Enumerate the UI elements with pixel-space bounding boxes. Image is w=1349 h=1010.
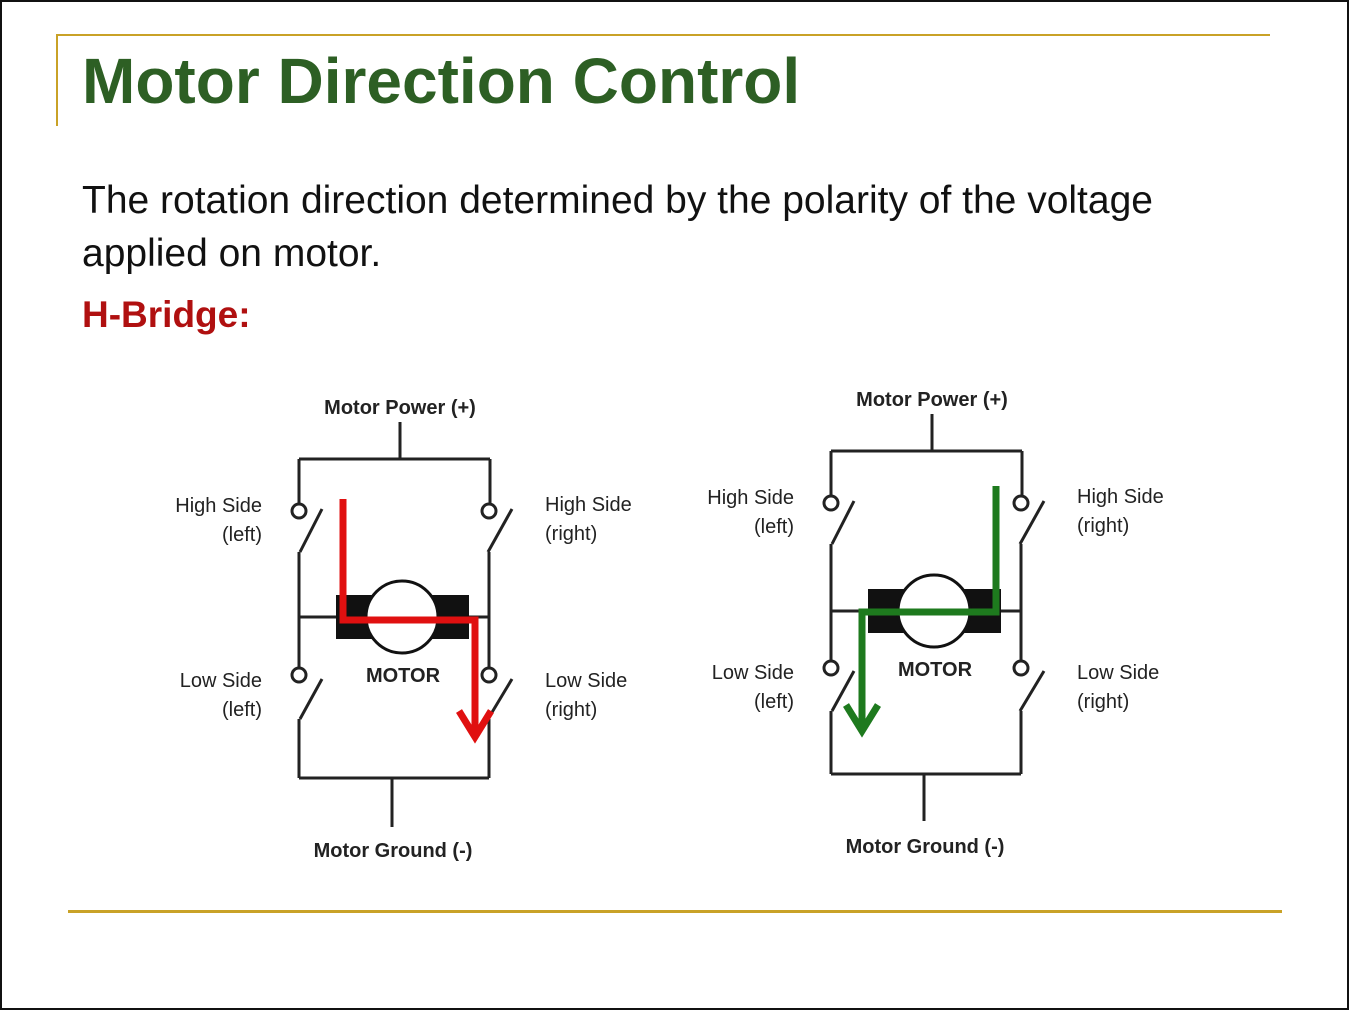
title-accent-rule xyxy=(56,34,1270,36)
motor-power-label: Motor Power (+) xyxy=(856,389,1008,411)
h-bridge-diagrams: Motor Power (+) xyxy=(175,389,1163,862)
slide-body-text: The rotation direction determined by the… xyxy=(82,179,1153,275)
high-side-left-label: High Side xyxy=(707,487,794,509)
high-side-left-sub: (left) xyxy=(754,516,794,538)
motor-power-label: Motor Power (+) xyxy=(324,397,476,419)
slide-title: Motor Direction Control xyxy=(82,45,801,117)
motor-ground-label: Motor Ground (-) xyxy=(314,840,473,862)
current-path-arrow xyxy=(339,499,494,744)
motor-ground-label: Motor Ground (-) xyxy=(846,836,1005,858)
low-side-right-sub: (right) xyxy=(545,699,597,721)
low-side-right-label: Low Side xyxy=(545,670,627,692)
low-side-left-sub: (left) xyxy=(754,691,794,713)
low-side-left-sub: (left) xyxy=(222,699,262,721)
high-side-left-label: High Side xyxy=(175,495,262,517)
h-bridge-diagram-right: Motor Power (+) xyxy=(707,389,1163,858)
h-bridge-diagram-left: Motor Power (+) xyxy=(175,397,631,862)
high-side-right-sub: (right) xyxy=(545,523,597,545)
low-side-left-label: Low Side xyxy=(180,670,262,692)
high-side-right-label: High Side xyxy=(545,494,632,516)
title-accent-bar xyxy=(56,34,58,126)
low-side-right-label: Low Side xyxy=(1077,662,1159,684)
footer-accent-rule xyxy=(68,910,1282,913)
motor-label: MOTOR xyxy=(366,665,441,687)
h-bridge-heading: H-Bridge: xyxy=(82,294,251,335)
motor-label: MOTOR xyxy=(898,659,973,681)
high-side-left-sub: (left) xyxy=(222,524,262,546)
low-side-right-sub: (right) xyxy=(1077,691,1129,713)
high-side-right-sub: (right) xyxy=(1077,515,1129,537)
current-path-arrow xyxy=(843,486,1000,738)
high-side-right-label: High Side xyxy=(1077,486,1164,508)
low-side-left-label: Low Side xyxy=(712,662,794,684)
